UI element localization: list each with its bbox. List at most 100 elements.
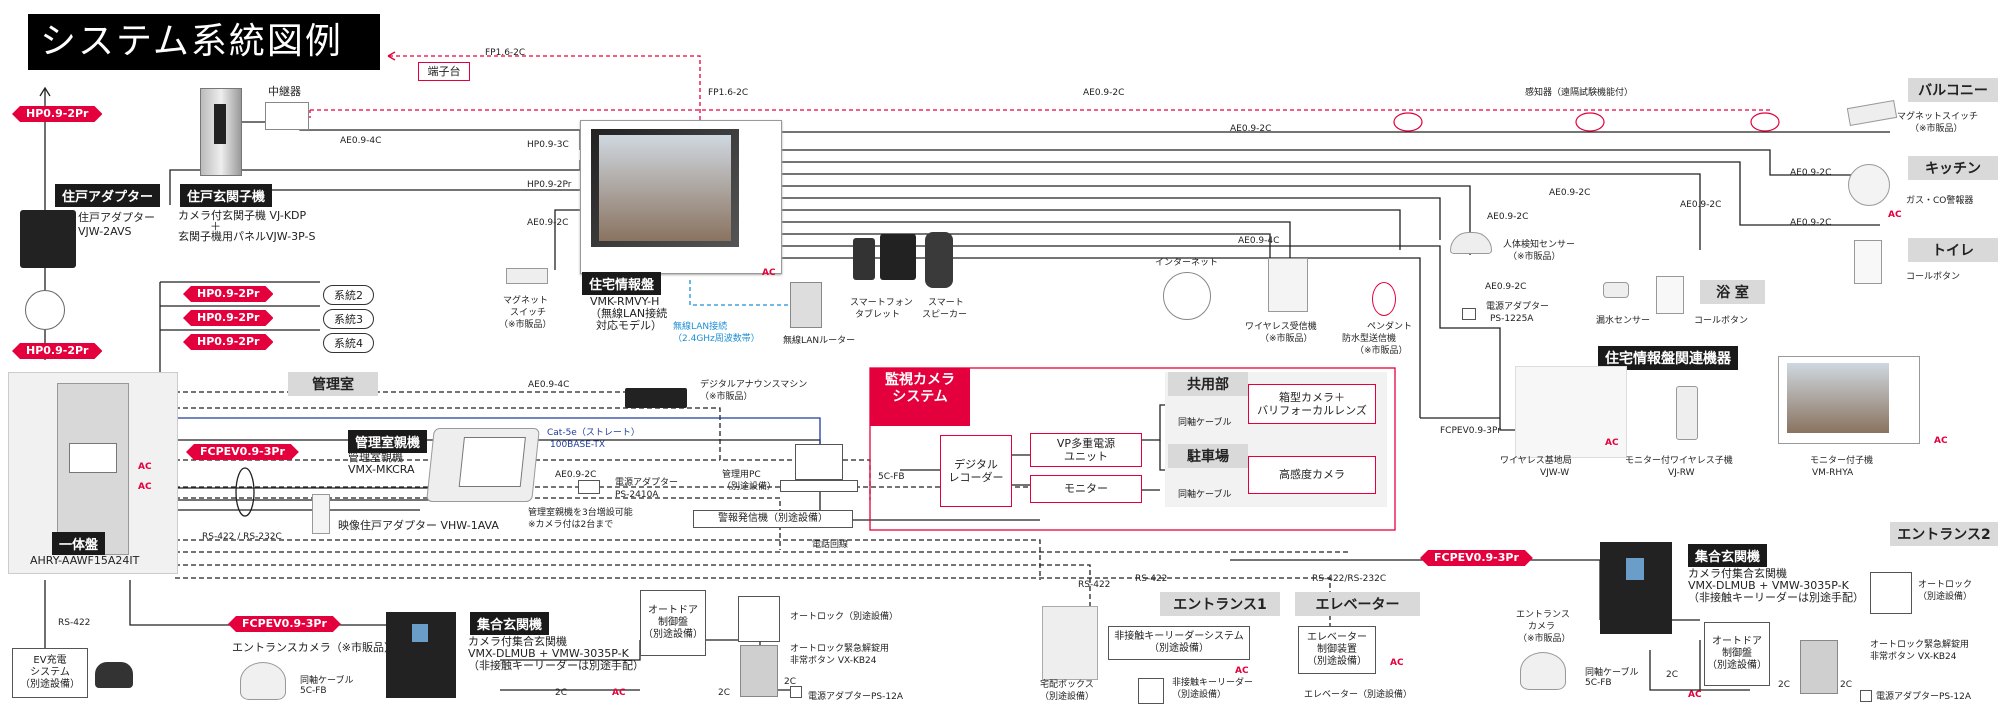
emergency-button-1-device <box>740 645 778 697</box>
delivery-box-device <box>1042 606 1098 680</box>
auto-lock-door-icon <box>738 596 780 642</box>
elevator-controller: エレベーター 制御装置 （別途設備） <box>1298 626 1376 674</box>
ps2410-line-1: 電源アダプター <box>615 478 679 488</box>
emerg2-line-2: 非常ボタン VX-KB24 <box>1870 652 1957 662</box>
callbtn-bath-label: コールボタン <box>1694 316 1749 326</box>
cable-pill: HP0.9-2Pr <box>183 286 273 302</box>
vhw-label: 映像住戸アダプター VHW-1AVA <box>338 519 499 532</box>
box-camera: 箱型カメラ＋ バリフォーカルレンズ <box>1248 384 1376 424</box>
monchild-line-1: モニター付子機 <box>1810 456 1874 466</box>
entrance-line-2: ＋ <box>210 220 221 233</box>
ps12-adapter-2-icon <box>1860 690 1872 702</box>
shugo-entrance-1-device <box>386 612 456 698</box>
surveillance-title: 監視カメラ システム <box>870 368 970 426</box>
terminal-block: 端子台 <box>418 62 470 81</box>
pc-line-2: （別途設備） <box>722 482 777 492</box>
mgmt-line-1: 管理室親機 <box>348 451 403 464</box>
ac-mark: AC <box>1390 658 1404 668</box>
mag-line-2: スイッチ <box>510 308 547 318</box>
cable-label: 感知器（遠隔試験機能付） <box>1525 88 1634 98</box>
ev-line-2: システム <box>30 667 70 678</box>
dome-camera-device <box>240 662 286 700</box>
cable-label: 2C <box>718 688 731 698</box>
ac-mark: AC <box>1605 438 1619 448</box>
announce-line-1: デジタルアナウンスマシン <box>700 380 808 390</box>
digital-recorder: デジタル レコーダー <box>940 435 1012 507</box>
mag-line-1: マグネット <box>503 296 549 306</box>
shugo1-line-1: カメラ付集合玄関機 <box>468 635 567 648</box>
ev-car-icon <box>95 662 133 688</box>
shugo2-line-2: VMX-DLMUB + VMW-3035P-K <box>1688 579 1849 592</box>
cable-label: 2C <box>1778 680 1791 690</box>
adapter-device <box>20 210 76 268</box>
shugo1-line-2: VMX-DLMUB + VMW-3035P-K <box>468 647 629 660</box>
surveillance-sub: （別途設備） <box>893 411 959 424</box>
ac-mark: AC <box>1688 690 1702 700</box>
jutaku-line-2: （無線LAN接続 <box>590 307 668 320</box>
motion-line-1: 人体検知センサー <box>1503 240 1576 250</box>
cable-label: AE0.9-2C <box>1487 212 1529 222</box>
video-adapter-device <box>312 494 330 534</box>
wreceiver-line-2: （※市販品） <box>1260 334 1313 344</box>
speaker-line-2: スピーカー <box>922 310 968 320</box>
mgmt-unit-device <box>426 428 540 502</box>
psadapter-line-2: PS-1225A <box>1490 314 1534 324</box>
wlan-line-1: 無線LAN接続 <box>673 322 728 332</box>
emerg2-line-1: オートロック緊急解錠用 <box>1870 640 1970 650</box>
wchild-line-1: モニター付ワイヤレス子機 <box>1625 456 1733 466</box>
vp-power-unit: VP多重電源 ユニット <box>1030 433 1142 467</box>
ac-mark: AC <box>612 688 626 698</box>
mgmt-unit-header: 管理室親機 <box>348 430 428 453</box>
pendant-line-2: 防水型送信機 <box>1342 334 1397 344</box>
ev-line-1: EV充電 <box>33 655 67 666</box>
emerg1-line-1: オートロック緊急解錠用 <box>790 644 890 654</box>
entrance-line-1: カメラ付玄関子機 VJ-KDP <box>178 209 307 222</box>
area-parking: 駐車場 <box>1168 444 1248 468</box>
mgmt-note-2: ※カメラ付は2台まで <box>528 520 614 530</box>
monchild-line-2: VM-RHYA <box>1812 468 1854 478</box>
cable-label: AE0.9-2C <box>1083 88 1125 98</box>
shugo2-line-1: カメラ付集合玄関機 <box>1688 567 1787 580</box>
repeater-label: 中継器 <box>268 85 301 98</box>
adapter-model: VJW-2AVS <box>78 225 132 238</box>
ac-mark: AC <box>1888 210 1902 220</box>
cable-label: RS-422/RS-232C <box>1312 574 1387 584</box>
ps12-2-label: 電源アダプターPS-12A <box>1876 692 1971 702</box>
cable-label: 100BASE-TX <box>550 440 605 450</box>
wireless-handset-device <box>1676 386 1698 440</box>
power-adapter-device <box>1462 308 1476 320</box>
wbase-line-1: ワイヤレス基地局 <box>1500 456 1572 466</box>
cable-label: FP1.6-2C <box>485 48 526 58</box>
alarm-transmitter: 警報発信機（別途設備） <box>693 510 853 528</box>
mgmt-note-1: 管理室親機を3台増設可能 <box>528 508 633 518</box>
area-elevator: エレベーター <box>1295 592 1420 616</box>
cable-label: RS-422 <box>1078 580 1111 590</box>
delivery-line-1: 宅配ボックス <box>1040 680 1094 690</box>
cable-label: HP0.9-3C <box>527 140 569 150</box>
dome-camera-2-device <box>1520 652 1566 690</box>
area-toilet: トイレ <box>1908 238 1998 262</box>
contactless-system: 非接触キーリーダーシステム （別途設備） <box>1108 626 1250 660</box>
elevator-label: エレベーター（別途設備） <box>1304 690 1413 700</box>
speaker-line-1: スマート <box>928 298 964 308</box>
system-2: 系統2 <box>323 285 374 305</box>
cable-label: AE0.9-2C <box>1790 168 1832 178</box>
entrance-line-3: 玄関子機用パネルVJW-3P-S <box>178 230 316 243</box>
cable-label: 同軸ケーブル 5C-FB <box>1585 668 1639 689</box>
entrance-header: 住戸玄関子機 <box>180 184 273 207</box>
area-bath: 浴 室 <box>1700 280 1765 304</box>
delivery-line-2: （別途設備） <box>1040 692 1095 702</box>
surveillance-title-line-1: 監視カメラ <box>885 372 955 388</box>
system-4: 系統4 <box>323 333 374 353</box>
cable-label: AE0.9-4C <box>528 380 570 390</box>
shugo1-header: 集合玄関機 <box>470 612 550 635</box>
emerg1-line-2: 非常ボタン VX-KB24 <box>790 656 877 666</box>
balcony-mag-line-1: マグネットスイッチ <box>1897 112 1979 122</box>
gas-alarm-device <box>1848 164 1890 206</box>
area-entrance1: エントランス1 <box>1160 592 1280 616</box>
cable-label: AE0.9-2C <box>1230 124 1272 134</box>
wbase-line-2: VJW-W <box>1540 468 1570 478</box>
ps12-adapter-icon <box>790 686 802 698</box>
system-3: 系統3 <box>323 309 374 329</box>
jutaku-line-3: 対応モデル） <box>596 319 662 332</box>
